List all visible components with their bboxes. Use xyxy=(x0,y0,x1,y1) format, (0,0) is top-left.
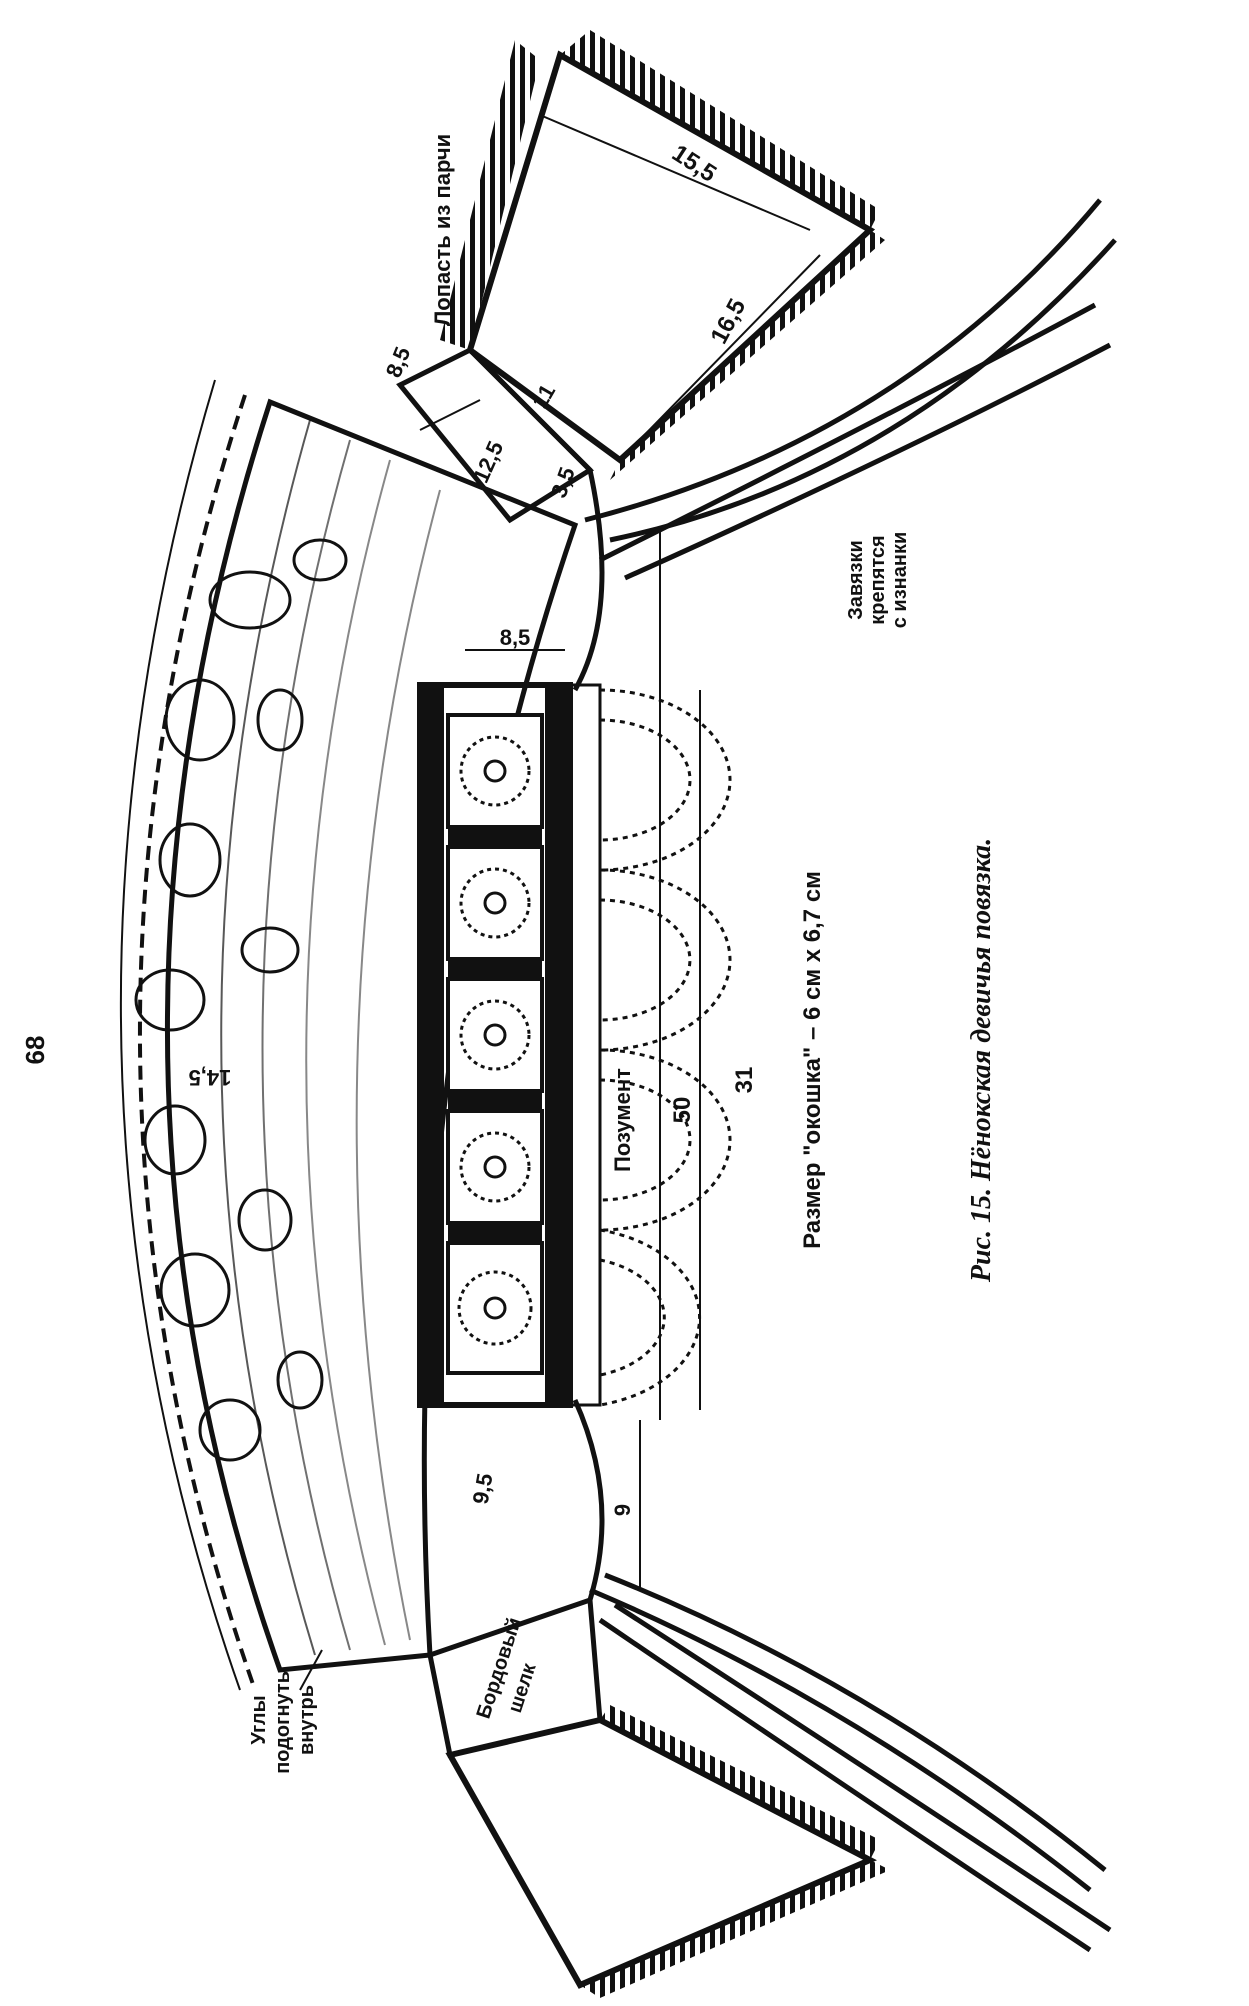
upper-connector xyxy=(396,346,605,692)
corners-arrow xyxy=(299,1649,323,1691)
label-corners-2: подогнуты xyxy=(272,1666,294,1774)
caption: Рис. 15. Нёнокская девичья повязка. xyxy=(966,838,997,1283)
window-size-note: Размер "окошка" – 6 см х 6,7 см xyxy=(799,871,826,1249)
dim-lower-connector: 9,5 xyxy=(468,1471,498,1505)
window-divider xyxy=(448,1091,542,1111)
beaded-fringe xyxy=(599,688,732,1407)
window-2 xyxy=(446,845,544,961)
label-ties-3: с изнанки xyxy=(889,532,911,629)
window-divider xyxy=(448,959,542,979)
label-brocade-blade: Лопасть из парчи xyxy=(430,134,455,326)
window-3 xyxy=(446,977,544,1093)
window-divider xyxy=(448,827,542,847)
dimension-lines xyxy=(119,114,821,1691)
label-galloon: Позумент xyxy=(610,1068,635,1172)
dim-band-height: 14,5 xyxy=(189,1065,232,1090)
dim-lower-offset: 9 xyxy=(610,1504,635,1516)
dim-front-band-height: 8,5 xyxy=(500,625,531,650)
dim-band-length-31: 31 xyxy=(731,1067,758,1094)
lower-blade xyxy=(445,1705,890,1998)
window-1 xyxy=(446,713,544,829)
window-4 xyxy=(446,1109,544,1225)
dim-connector-side: 12,5 xyxy=(468,437,508,486)
label-corners-1: Углы xyxy=(248,1695,270,1744)
window-divider xyxy=(448,1223,542,1243)
upper-ties xyxy=(584,198,1117,581)
label-ties-2: крепятся xyxy=(867,535,889,624)
dim-upper-connector: 8,5 xyxy=(381,343,416,381)
label-ties-1: Завязки xyxy=(845,540,867,620)
dim-outer-arc: 68 xyxy=(20,1036,50,1065)
dim-band-length-50: 50 xyxy=(669,1097,696,1124)
upper-blade xyxy=(440,30,885,480)
label-corners-3: внутрь xyxy=(296,1685,318,1755)
lower-ties xyxy=(589,1572,1112,1953)
front-panel xyxy=(417,682,602,1408)
embroidery-pattern xyxy=(134,538,348,1462)
window-5 xyxy=(446,1241,544,1375)
